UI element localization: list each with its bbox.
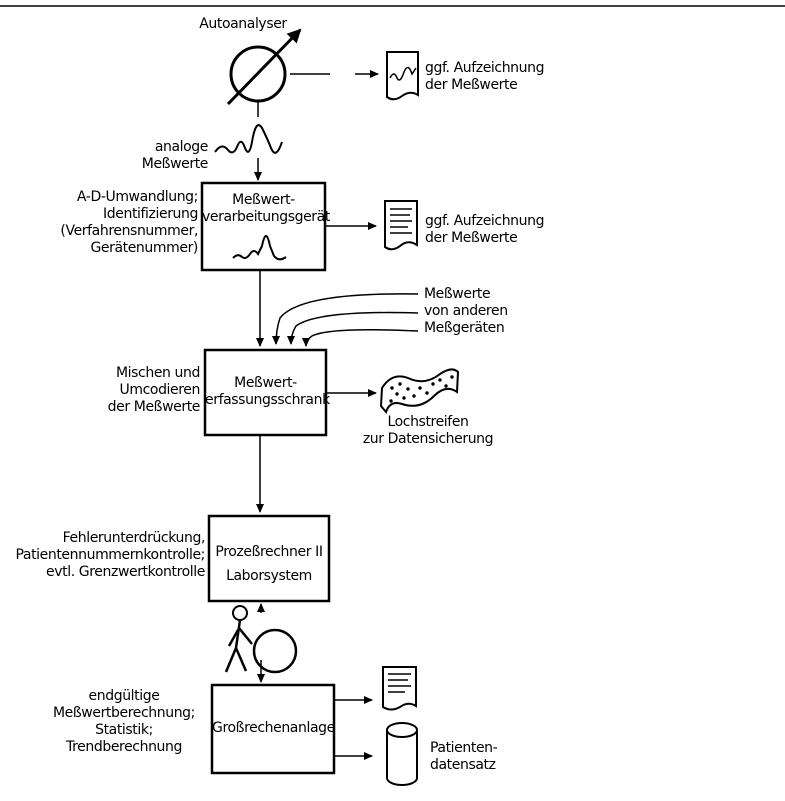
- analog-signal-icon: [214, 101, 283, 181]
- processing-device-label: Meßwert- verarbeitungsgerät: [202, 192, 330, 225]
- mainframe-label: Großrechenanlage: [212, 720, 335, 736]
- mainframe-box: [210, 683, 336, 775]
- autoanalyser-label: Autoanalyser: [199, 16, 287, 32]
- capture-cabinet-label: Meßwert- erfassungsschrank: [205, 375, 330, 408]
- database-cylinder-icon: [386, 722, 418, 786]
- printout-document-icon: [384, 200, 418, 251]
- recording-mid-label: ggf. Aufzeichnung der Meßwerte: [425, 213, 545, 246]
- recording-document-icon: [386, 51, 419, 101]
- process-computer-box: [207, 514, 331, 603]
- other-devices-arrows: [272, 293, 419, 347]
- printout-icon: [382, 666, 417, 711]
- mixing-notes-label: Mischen und Umcodieren der Meßwerte: [107, 365, 201, 415]
- punched-tape-icon: [379, 368, 460, 415]
- patient-record-label: Patienten- datensatz: [430, 740, 498, 773]
- other-devices-label: Meßwerte von anderen Meßgeräten: [424, 286, 508, 336]
- final-notes-label: endgültige Meßwertberechnung; Statistik;…: [53, 688, 195, 755]
- process-computer-label: Prozeßrechner II Laborsystem: [215, 544, 323, 584]
- punched-tape-label: Lochstreifen zur Datensicherung: [362, 414, 494, 447]
- conversion-notes-label: A-D-Umwandlung; Identifizierung (Verfahr…: [60, 189, 198, 256]
- analog-values-label: analoge Meßwerte: [141, 139, 209, 172]
- autoanalyser-icon: [226, 28, 302, 106]
- recording-top-label: ggf. Aufzeichnung der Meßwerte: [425, 60, 545, 93]
- error-notes-label: Fehlerunterdrückung, Patientennummernkon…: [15, 530, 205, 580]
- peak-signal-icon: [232, 235, 287, 261]
- operator-with-tape-icon: [224, 605, 298, 674]
